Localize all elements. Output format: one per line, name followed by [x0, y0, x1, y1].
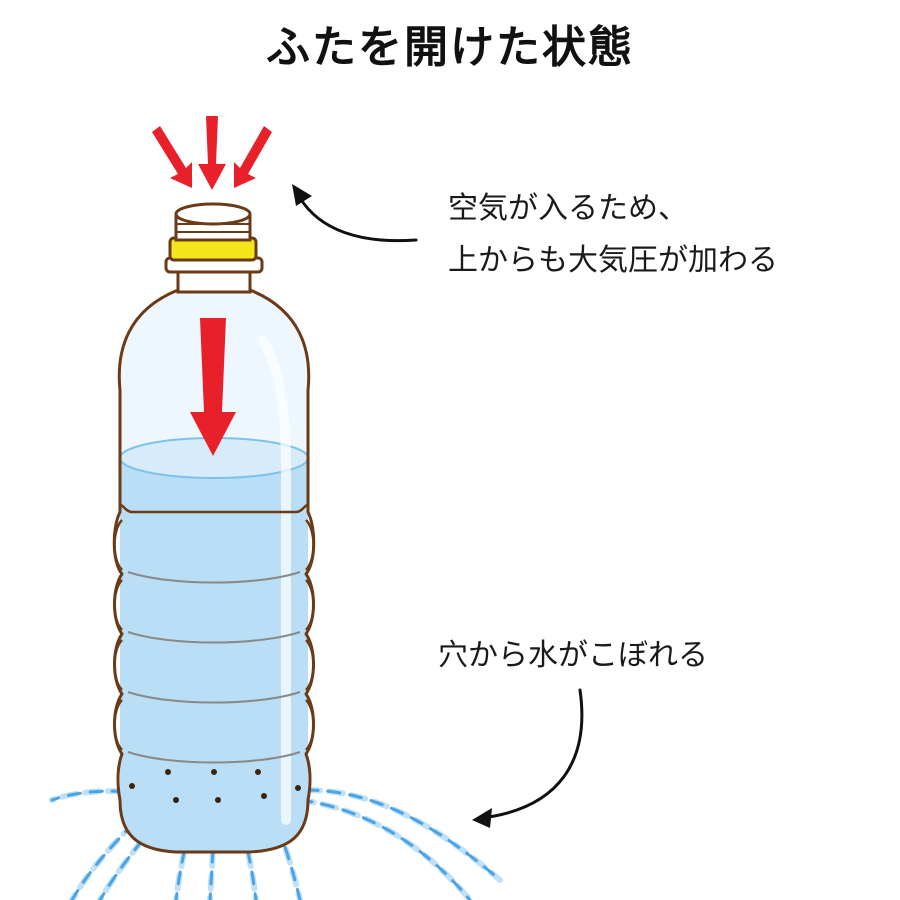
pointer-to-cap-icon [298, 196, 418, 243]
bottle-highlight [257, 335, 291, 825]
air-pressure-caption-line1: 空気が入るため、 [448, 191, 688, 226]
bottle [112, 202, 316, 854]
pointer-to-cap-head [292, 184, 312, 206]
bottle-rib-lines [127, 571, 301, 764]
pointer-to-water-head [472, 808, 492, 828]
air-pressure-caption: 空気が入るため、 上からも大気圧が加わる [448, 183, 778, 287]
air-pressure-caption-line2: 上からも大気圧が加わる [448, 243, 778, 278]
pressure-arrow-icon [190, 318, 236, 456]
air-arrows-icon [152, 116, 272, 190]
water-fill [120, 458, 308, 852]
water-jet-right-outer [303, 787, 503, 883]
water-spill-caption: 穴から水がこぼれる [438, 638, 708, 673]
pointer-arrows [298, 196, 584, 820]
bottle-holes [129, 769, 301, 803]
bottle-opening [174, 202, 252, 226]
bottle-outline [112, 288, 316, 854]
water-jet-right-mid [297, 797, 473, 900]
pointer-to-water-icon [480, 688, 584, 820]
page-title: ふたを開けた状態 [266, 22, 634, 73]
